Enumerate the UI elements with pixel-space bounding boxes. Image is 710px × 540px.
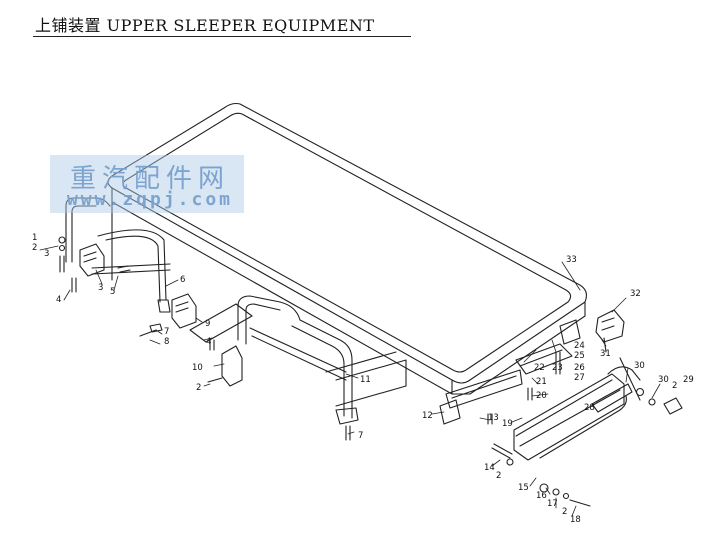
- callout-30-lower: 30: [658, 375, 669, 385]
- callout-6: 6: [180, 275, 185, 285]
- callout-32: 32: [630, 289, 641, 299]
- watermark-url: www.zqpj.com: [66, 189, 234, 210]
- callout-28: 28: [584, 403, 595, 413]
- callout-29: 29: [683, 375, 694, 385]
- callout-5: 5: [110, 287, 115, 297]
- callout-33: 33: [566, 255, 577, 265]
- callout-2-mid: 2: [496, 471, 501, 481]
- callout-4-left: 4: [56, 295, 61, 305]
- callout-1: 1: [32, 233, 37, 243]
- callout-16: 16: [536, 491, 547, 501]
- callout-18: 18: [570, 515, 581, 525]
- callout-3-upper: 3: [44, 249, 49, 259]
- callout-20: 20: [536, 391, 547, 401]
- callout-22: 22: [534, 363, 545, 373]
- callout-9: 9: [205, 319, 210, 329]
- lower-ladder: [237, 295, 407, 425]
- leader-lines: [39, 245, 661, 517]
- callout-11: 11: [360, 375, 371, 385]
- left-hinge-brackets: [79, 243, 253, 343]
- callout-26: 26: [574, 363, 585, 373]
- callout-labels: 33 32 31 30 30 29 2 28 24 25 26 27 22 23…: [32, 233, 694, 525]
- watermark-site-name: 重汽配件网: [69, 164, 230, 194]
- callout-25: 25: [574, 351, 585, 361]
- right-mechanism: [439, 309, 641, 461]
- bracket-10: [221, 345, 243, 387]
- fasteners: [58, 236, 683, 507]
- left-guard-rail: [65, 197, 171, 313]
- callout-7-left: 7: [164, 327, 169, 337]
- title-underline: [33, 36, 411, 37]
- callout-12: 12: [422, 411, 433, 421]
- callout-2-top: 2: [32, 243, 37, 253]
- callout-3-lower: 3: [98, 283, 103, 293]
- callout-24: 24: [574, 341, 585, 351]
- callout-2-left: 2: [196, 383, 201, 393]
- callout-2-low: 2: [562, 507, 567, 517]
- callout-4-mid: 4: [206, 337, 211, 347]
- diagram-title: 上铺装置 UPPER SLEEPER EQUIPMENT: [35, 16, 375, 35]
- bed-panel: [107, 102, 587, 395]
- callout-30-upper: 30: [634, 361, 645, 371]
- callout-19: 19: [502, 419, 513, 429]
- watermark-box: [50, 155, 244, 213]
- callout-31: 31: [600, 349, 611, 359]
- callout-17: 17: [547, 499, 558, 509]
- callout-21: 21: [536, 377, 547, 387]
- callout-10: 10: [192, 363, 203, 373]
- callout-7-bottom: 7: [358, 431, 363, 441]
- callout-13: 13: [488, 413, 499, 423]
- callout-2-right: 2: [672, 381, 677, 391]
- callout-27: 27: [574, 373, 585, 383]
- callout-14: 14: [484, 463, 495, 473]
- callout-23: 23: [552, 363, 563, 373]
- callout-15: 15: [518, 483, 529, 493]
- callout-8: 8: [164, 337, 169, 347]
